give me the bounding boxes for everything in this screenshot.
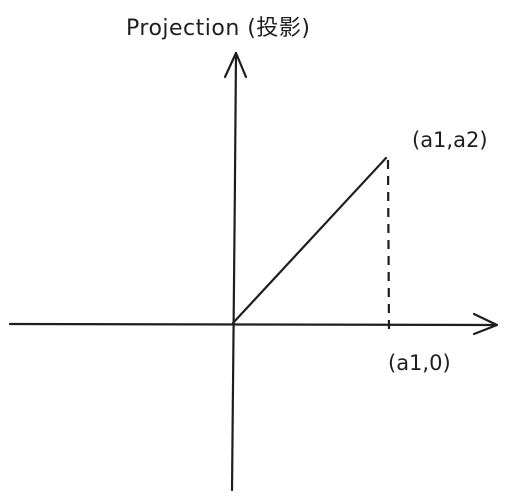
diagram-title: Projection (投影) bbox=[126, 16, 310, 41]
x-axis-arrowhead bbox=[472, 312, 499, 336]
vector-line bbox=[231, 156, 388, 325]
y-axis bbox=[223, 51, 248, 492]
point-a1-0-label: (a1,0) bbox=[388, 351, 451, 375]
y-axis-arrowhead bbox=[223, 51, 248, 79]
projection-dashed-line bbox=[386, 159, 391, 331]
point-a1-a2-label: (a1,a2) bbox=[412, 128, 488, 152]
x-axis bbox=[8, 312, 499, 336]
